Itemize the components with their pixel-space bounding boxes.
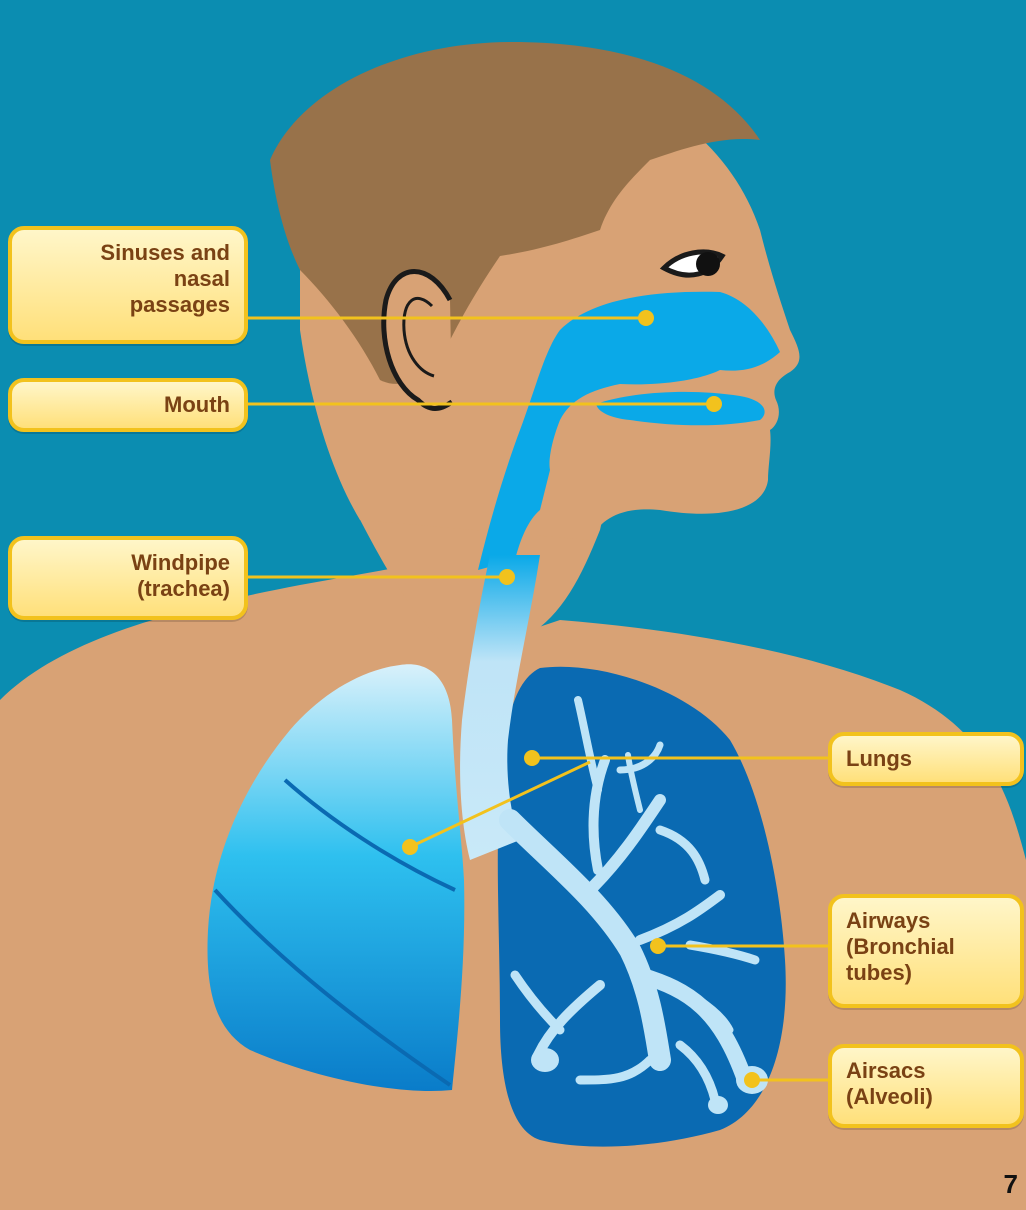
dot-airsacs: [744, 1072, 760, 1088]
label-windpipe-line-1: Windpipe: [26, 550, 230, 576]
dot-lungs-left: [402, 839, 418, 855]
label-sinuses-line-2: nasal: [26, 266, 230, 292]
pupil: [696, 252, 720, 276]
label-mouth: Mouth: [8, 378, 248, 432]
label-windpipe: Windpipe (trachea): [8, 536, 248, 620]
dot-windpipe: [499, 569, 515, 585]
dot-mouth: [706, 396, 722, 412]
label-windpipe-line-2: (trachea): [26, 576, 230, 602]
label-airsacs-line-2: (Alveoli): [846, 1084, 1006, 1110]
label-airways-line-1: Airways: [846, 908, 1006, 934]
label-airways-line-3: tubes): [846, 960, 1006, 986]
dot-sinuses: [638, 310, 654, 326]
label-airways-line-2: (Bronchial: [846, 934, 1006, 960]
label-lungs-line-1: Lungs: [846, 746, 1006, 772]
label-sinuses-line-3: passages: [26, 292, 230, 318]
label-sinuses-line-1: Sinuses and: [26, 240, 230, 266]
label-lungs: Lungs: [828, 732, 1024, 786]
alveoli-cluster: [708, 1096, 728, 1114]
label-airways: Airways (Bronchial tubes): [828, 894, 1024, 1008]
label-airsacs-line-1: Airsacs: [846, 1058, 1006, 1084]
alveoli-cluster: [531, 1048, 559, 1072]
label-airsacs: Airsacs (Alveoli): [828, 1044, 1024, 1128]
dot-lungs: [524, 750, 540, 766]
dot-airways: [650, 938, 666, 954]
page-number: 7: [1004, 1169, 1018, 1200]
label-mouth-line-1: Mouth: [26, 392, 230, 418]
label-sinuses: Sinuses and nasal passages: [8, 226, 248, 344]
